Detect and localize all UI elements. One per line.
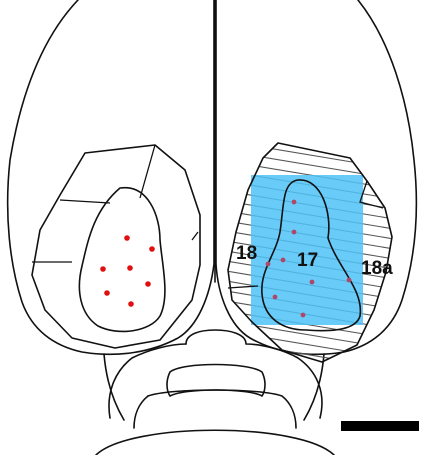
right-recording-dot — [292, 230, 297, 235]
left-recording-dot — [100, 266, 106, 272]
left-region-subdivision — [32, 145, 198, 262]
area-18-label: 18 — [236, 243, 257, 264]
left-hemisphere — [8, 0, 214, 354]
left-region-outline — [32, 145, 200, 348]
lateral-lobe-left — [104, 354, 124, 420]
right-recording-dot — [301, 313, 306, 318]
right-recording-dot — [266, 262, 271, 267]
right-recording-dot — [292, 200, 297, 205]
hatch-line — [220, 370, 400, 400]
right-recording-dot — [347, 278, 352, 283]
area-18a-label: 18a — [361, 258, 393, 279]
hatch-line — [220, 120, 400, 150]
left-recording-dot — [128, 301, 134, 307]
brainstem-lower-left — [134, 396, 148, 428]
hatch-line — [220, 380, 400, 410]
right-recording-dot — [281, 258, 286, 263]
area-17-label: 17 — [297, 250, 318, 271]
right-recording-dot — [273, 295, 278, 300]
left-recording-dot — [104, 290, 110, 296]
right-recording-dot — [310, 280, 315, 285]
left-recording-dot — [149, 246, 155, 252]
left-recording-sites — [100, 235, 155, 307]
spinal-arc — [96, 430, 334, 455]
scale-bar — [341, 421, 419, 431]
left-recording-dot — [124, 235, 130, 241]
hatch-line — [220, 360, 400, 390]
cerebellum-left — [109, 344, 186, 418]
left-recording-dot — [145, 281, 151, 287]
left-recording-dot — [127, 265, 133, 271]
left-area-17-outline — [79, 188, 165, 332]
